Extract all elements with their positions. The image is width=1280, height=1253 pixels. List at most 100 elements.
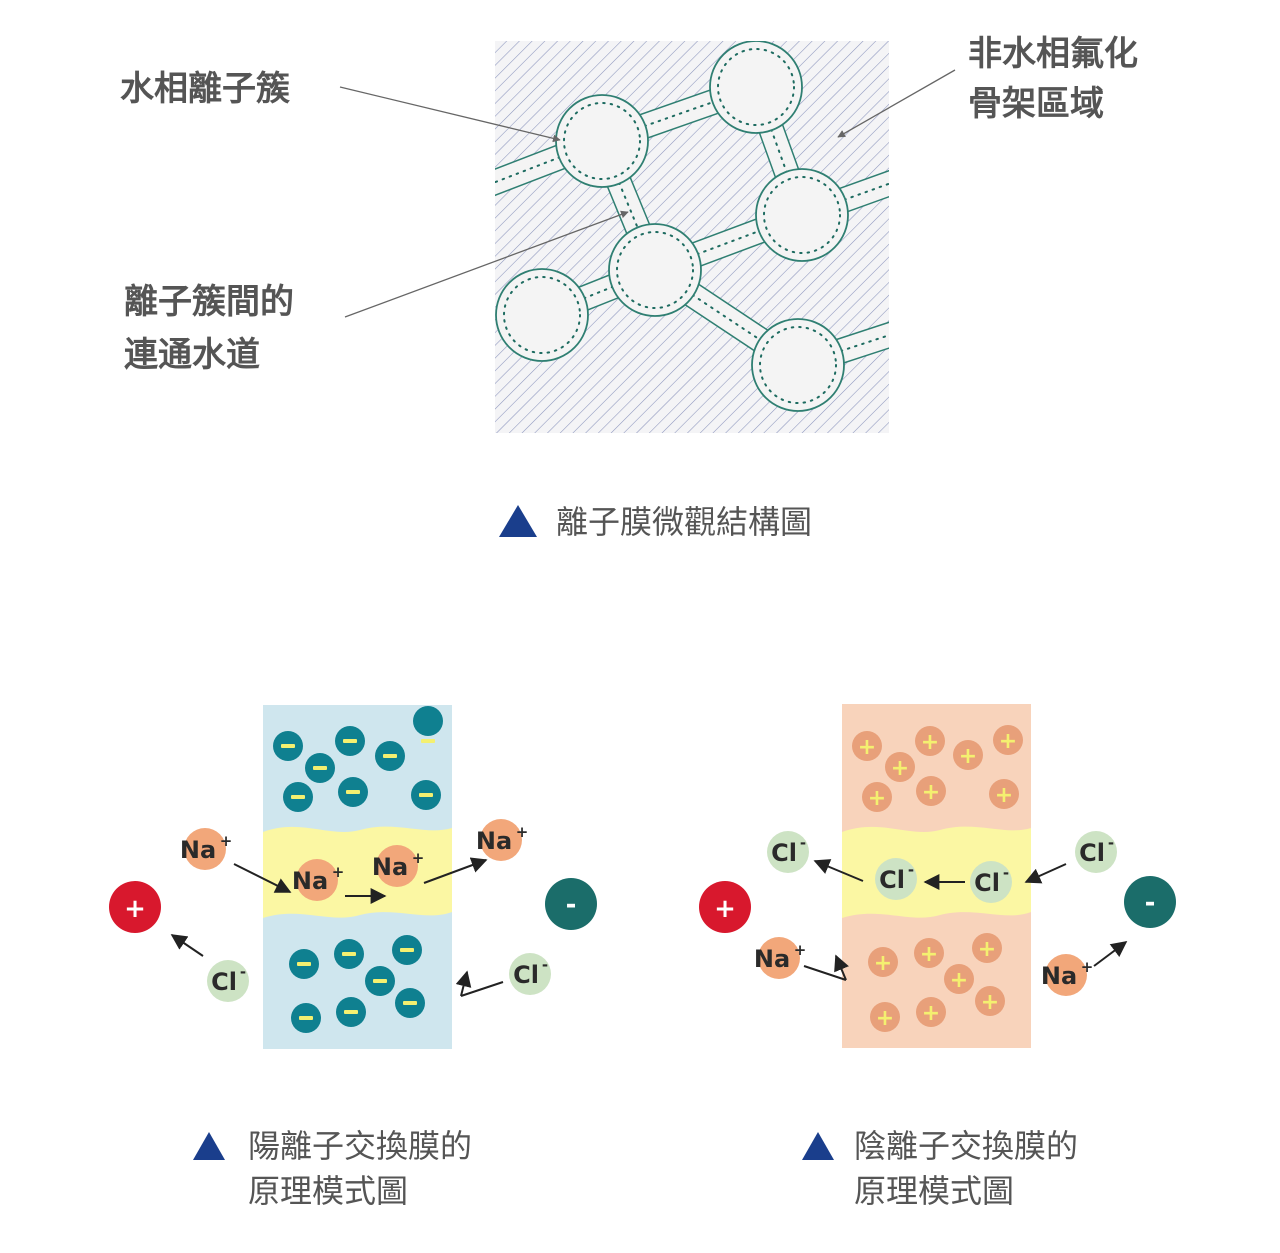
fixed-anion <box>365 966 395 996</box>
svg-text:-: - <box>1003 864 1009 882</box>
svg-text:Cl: Cl <box>974 869 1000 897</box>
na-ion: Na + <box>180 828 232 870</box>
svg-text:-: - <box>542 956 548 974</box>
svg-text:-: - <box>566 890 577 920</box>
fixed-anion <box>283 782 313 812</box>
svg-text:+: + <box>981 990 999 1015</box>
svg-text:+: + <box>874 951 892 976</box>
svg-text:+: + <box>999 729 1017 754</box>
svg-text:+: + <box>959 744 977 769</box>
callout-line-backbone <box>837 69 956 138</box>
fixed-anion-groups <box>273 706 443 1033</box>
svg-text:-: - <box>800 834 806 852</box>
ion-cluster <box>495 268 589 362</box>
fixed-anion <box>291 1003 321 1033</box>
svg-text:Na: Na <box>180 836 216 864</box>
svg-text:Na: Na <box>476 827 512 855</box>
na-ion: Na + <box>476 819 528 861</box>
svg-text:+: + <box>794 941 807 959</box>
fixed-anion <box>336 997 366 1027</box>
fixed-cation: + <box>953 740 983 770</box>
micro-structure-diagram: 水相離子簇 非水相氟化 骨架區域 離子簇間的 連通水道 離子膜微觀結構圖 <box>120 34 1138 541</box>
fixed-anion <box>273 731 303 761</box>
anode-electrode: + <box>109 881 161 933</box>
fixed-anion <box>289 949 319 979</box>
caption-cation-line2: 原理模式圖 <box>248 1172 408 1210</box>
label-water-ion-clusters: 水相離子簇 <box>120 69 291 109</box>
svg-text:+: + <box>950 968 968 993</box>
cl-ion: Cl - <box>1075 831 1117 873</box>
ion-cluster <box>709 41 803 134</box>
fixed-anion <box>335 726 365 756</box>
anode-electrode: + <box>699 881 751 933</box>
svg-text:+: + <box>1081 958 1094 976</box>
svg-text:+: + <box>921 730 939 755</box>
fixed-anion <box>375 741 405 771</box>
anion-exchange-panel: + + + + + + + + + + + + + + + + - C <box>699 704 1176 1210</box>
svg-text:+: + <box>124 894 146 924</box>
ion-cluster <box>555 94 649 188</box>
fixed-cation: + <box>916 997 946 1027</box>
fixed-cation: + <box>914 938 944 968</box>
cl-ion: Cl - <box>970 861 1012 903</box>
svg-text:-: - <box>908 861 914 879</box>
na-ion: Na + <box>1041 954 1093 996</box>
svg-text:+: + <box>922 780 940 805</box>
label-channels-1: 離子簇間的 <box>124 282 294 322</box>
fixed-cation: + <box>885 752 915 782</box>
caption-triangle-icon <box>499 505 537 537</box>
cathode-electrode: - <box>545 878 597 930</box>
svg-text:Cl: Cl <box>879 866 905 894</box>
svg-text:Na: Na <box>754 945 790 973</box>
label-channels-2: 連通水道 <box>124 335 260 375</box>
fixed-cation: + <box>870 1002 900 1032</box>
cl-ion: Cl - <box>207 960 249 1002</box>
cation-exchange-panel: + - Na + Na + Na + Na + Cl <box>109 705 597 1210</box>
migration-arrows <box>803 859 1128 981</box>
svg-text:-: - <box>240 963 246 981</box>
label-fluorinated-backbone-1: 非水相氟化 <box>968 34 1138 74</box>
svg-text:+: + <box>516 823 529 841</box>
fixed-anion <box>334 939 364 969</box>
fixed-cation: + <box>862 782 892 812</box>
fixed-cation: + <box>852 731 882 761</box>
svg-text:+: + <box>412 849 425 867</box>
svg-text:+: + <box>995 783 1013 808</box>
svg-text:+: + <box>978 937 996 962</box>
na-ion: Na + <box>292 859 344 901</box>
svg-text:+: + <box>922 1001 940 1026</box>
fixed-cation: + <box>972 933 1002 963</box>
svg-text:-: - <box>1108 834 1114 852</box>
cl-ion: Cl - <box>875 858 917 900</box>
fixed-cation: + <box>944 964 974 994</box>
fixed-cation: + <box>993 725 1023 755</box>
fixed-anion <box>305 753 335 783</box>
fixed-cation: + <box>868 947 898 977</box>
svg-text:+: + <box>891 756 909 781</box>
migration-arrows <box>170 857 504 997</box>
svg-text:Cl: Cl <box>771 839 797 867</box>
svg-text:+: + <box>332 863 345 881</box>
caption-micro-structure: 離子膜微觀結構圖 <box>556 503 812 541</box>
callout-line-channels <box>344 210 629 318</box>
svg-text:+: + <box>858 735 876 760</box>
fixed-cation: + <box>916 776 946 806</box>
caption-cation-line1: 陽離子交換膜的 <box>248 1127 472 1165</box>
svg-text:Cl: Cl <box>513 961 539 989</box>
caption-triangle-icon <box>193 1132 225 1160</box>
caption-triangle-icon <box>802 1132 834 1160</box>
label-fluorinated-backbone-2: 骨架區域 <box>968 84 1104 124</box>
ion-cluster <box>755 168 849 262</box>
ion-cluster <box>751 318 845 412</box>
fixed-anion <box>392 935 422 965</box>
cathode-electrode: - <box>1124 876 1176 928</box>
svg-text:+: + <box>920 942 938 967</box>
caption-anion-line1: 陰離子交換膜的 <box>854 1127 1078 1165</box>
fixed-cation: + <box>975 986 1005 1016</box>
na-ion: Na + <box>372 845 424 887</box>
svg-text:Na: Na <box>372 853 408 881</box>
svg-text:Cl: Cl <box>1079 839 1105 867</box>
svg-text:+: + <box>868 786 886 811</box>
fixed-anion <box>411 780 441 810</box>
svg-text:Cl: Cl <box>211 968 237 996</box>
